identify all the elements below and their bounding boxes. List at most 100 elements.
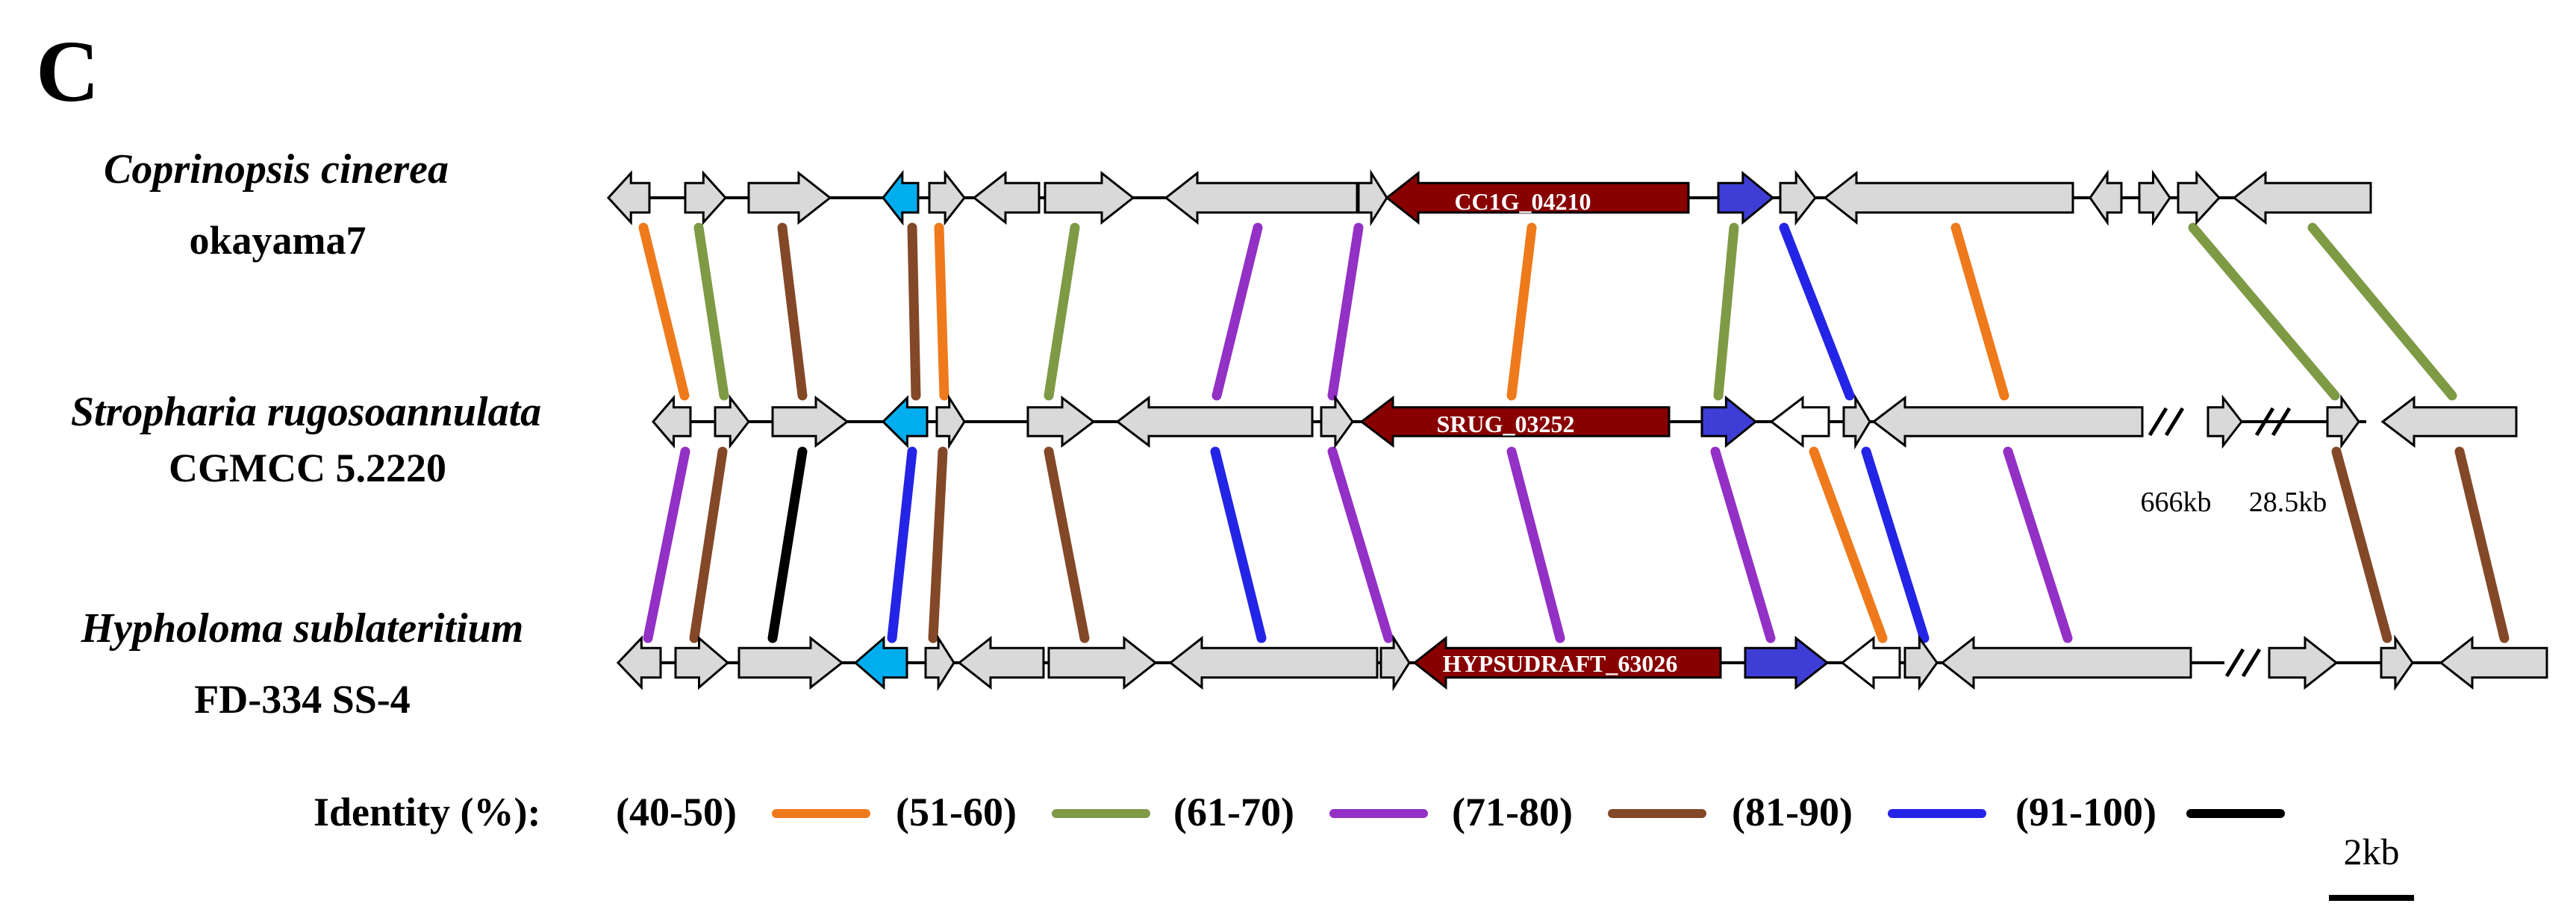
synteny-link (767, 446, 808, 643)
synteny-link (2454, 446, 2510, 643)
gene-arrow (616, 635, 662, 690)
synteny-link (1710, 446, 1776, 643)
scale-bar-label: 2kb (2344, 831, 2400, 873)
gene-arrow (2380, 395, 2518, 449)
break-slash (2164, 407, 2185, 437)
legend-item-label: (40-50) (616, 790, 737, 834)
species-strain-middle: CGMCC 5.2220 (169, 446, 446, 490)
gene-arrow (2268, 635, 2339, 690)
gene-arrow (1164, 170, 1359, 225)
gene-arrow (652, 394, 692, 449)
gene-arrow (928, 169, 966, 226)
gene-arrow (2232, 170, 2372, 225)
gene-arrow (714, 394, 750, 449)
synteny-link (693, 222, 729, 401)
gene-arrow (957, 635, 1045, 690)
legend-item-label: (71-80) (1452, 790, 1573, 834)
break-slash (2148, 407, 2168, 437)
gene-arrow (771, 395, 849, 449)
synteny-link (1210, 446, 1267, 643)
synteny-link (643, 446, 690, 643)
identity-legend: Identity (%): (40-50)(51-60)(61-70)(71-8… (314, 790, 2285, 834)
synteny-link (1044, 222, 1080, 401)
synteny-link (1211, 222, 1263, 401)
gene-arrow (1385, 170, 1690, 225)
gene-arrow (1359, 395, 1671, 449)
synteny-link (1861, 446, 1930, 643)
break-slash (2224, 648, 2245, 678)
break-slash (2241, 648, 2262, 678)
synteny-link (1506, 222, 1537, 401)
gene-label-bottom: HYPSUDRAFT_63026 (1443, 650, 1678, 677)
synteny-link (2003, 446, 2073, 643)
synteny-link (887, 446, 917, 643)
gene-label-top: CC1G_04210 (1454, 188, 1591, 215)
synteny-link (1809, 446, 1888, 643)
gene-arrow (747, 170, 832, 225)
gene-arrow (684, 170, 728, 225)
gene-arrow (1026, 395, 1096, 449)
gene-arrow (2177, 170, 2221, 225)
synteny-link (638, 222, 690, 401)
legend-item-label: (51-60) (896, 790, 1017, 834)
synteny-link (2307, 222, 2457, 401)
gene-arrow (1744, 635, 1830, 690)
species-strain-bottom: FD-334 SS-4 (194, 677, 411, 722)
synteny-links (638, 222, 2510, 643)
gene-arrow (2439, 635, 2548, 690)
gene-arrow (1840, 635, 1901, 690)
synteny-link (689, 446, 728, 643)
species-strain-top: okayama7 (189, 218, 366, 263)
gene-arrow (1779, 169, 1817, 226)
break-slash (2254, 407, 2275, 437)
gene-arrow (606, 170, 651, 225)
synteny-link (928, 446, 948, 643)
break-label-second: 28.5kb (2249, 487, 2327, 518)
gene-arrow (2089, 169, 2123, 226)
gene-arrow (924, 634, 955, 692)
gene-arrow (2207, 394, 2243, 449)
legend-item-label: (81-90) (1732, 790, 1853, 834)
gene-arrow (2380, 634, 2414, 691)
synteny-link (1044, 446, 1090, 643)
gene-arrow (882, 169, 920, 226)
break-slash (2271, 407, 2292, 437)
synteny-link (1327, 222, 1364, 401)
gene-arrow (1940, 635, 2192, 690)
gene-arrow (1379, 634, 1411, 692)
species-name-top: Coprinopsis cinerea (104, 146, 449, 193)
gene-arrow (1700, 395, 1758, 449)
gene-arrow (1871, 395, 2144, 449)
legend-item-label: (91-100) (2015, 790, 2156, 834)
gene-arrow (737, 635, 844, 690)
gene-arrow (972, 170, 1041, 225)
gene-arrow (881, 395, 929, 449)
gene-arrow (1320, 394, 1354, 449)
gene-arrows (606, 169, 2548, 692)
gene-arrow (1115, 395, 1314, 449)
synteny-link (1950, 222, 2009, 401)
gene-arrow (1842, 393, 1871, 450)
synteny-link (777, 222, 808, 401)
gene-arrow (674, 635, 730, 690)
synteny-link (1713, 222, 1739, 401)
gene-arrow (1168, 635, 1379, 690)
gene-arrow (2326, 394, 2360, 449)
gene-arrow (1769, 395, 1830, 449)
synteny-link (1779, 222, 1855, 401)
synteny-link (1327, 446, 1394, 643)
legend-item-label: (61-70) (1173, 790, 1294, 834)
synteny-link (2188, 222, 2340, 401)
panel-label: C (36, 22, 99, 120)
gene-arrow (1047, 635, 1158, 690)
gene-arrow (935, 393, 966, 450)
synteny-link (907, 222, 921, 401)
gene-arrow (1823, 170, 2074, 225)
gene-arrow (1044, 170, 1135, 225)
gene-arrow (1903, 634, 1939, 691)
synteny-link (2331, 446, 2392, 643)
gene-arrow (853, 635, 908, 690)
gene-arrow (1412, 635, 1722, 690)
gene-label-middle: SRUG_03252 (1437, 411, 1575, 437)
